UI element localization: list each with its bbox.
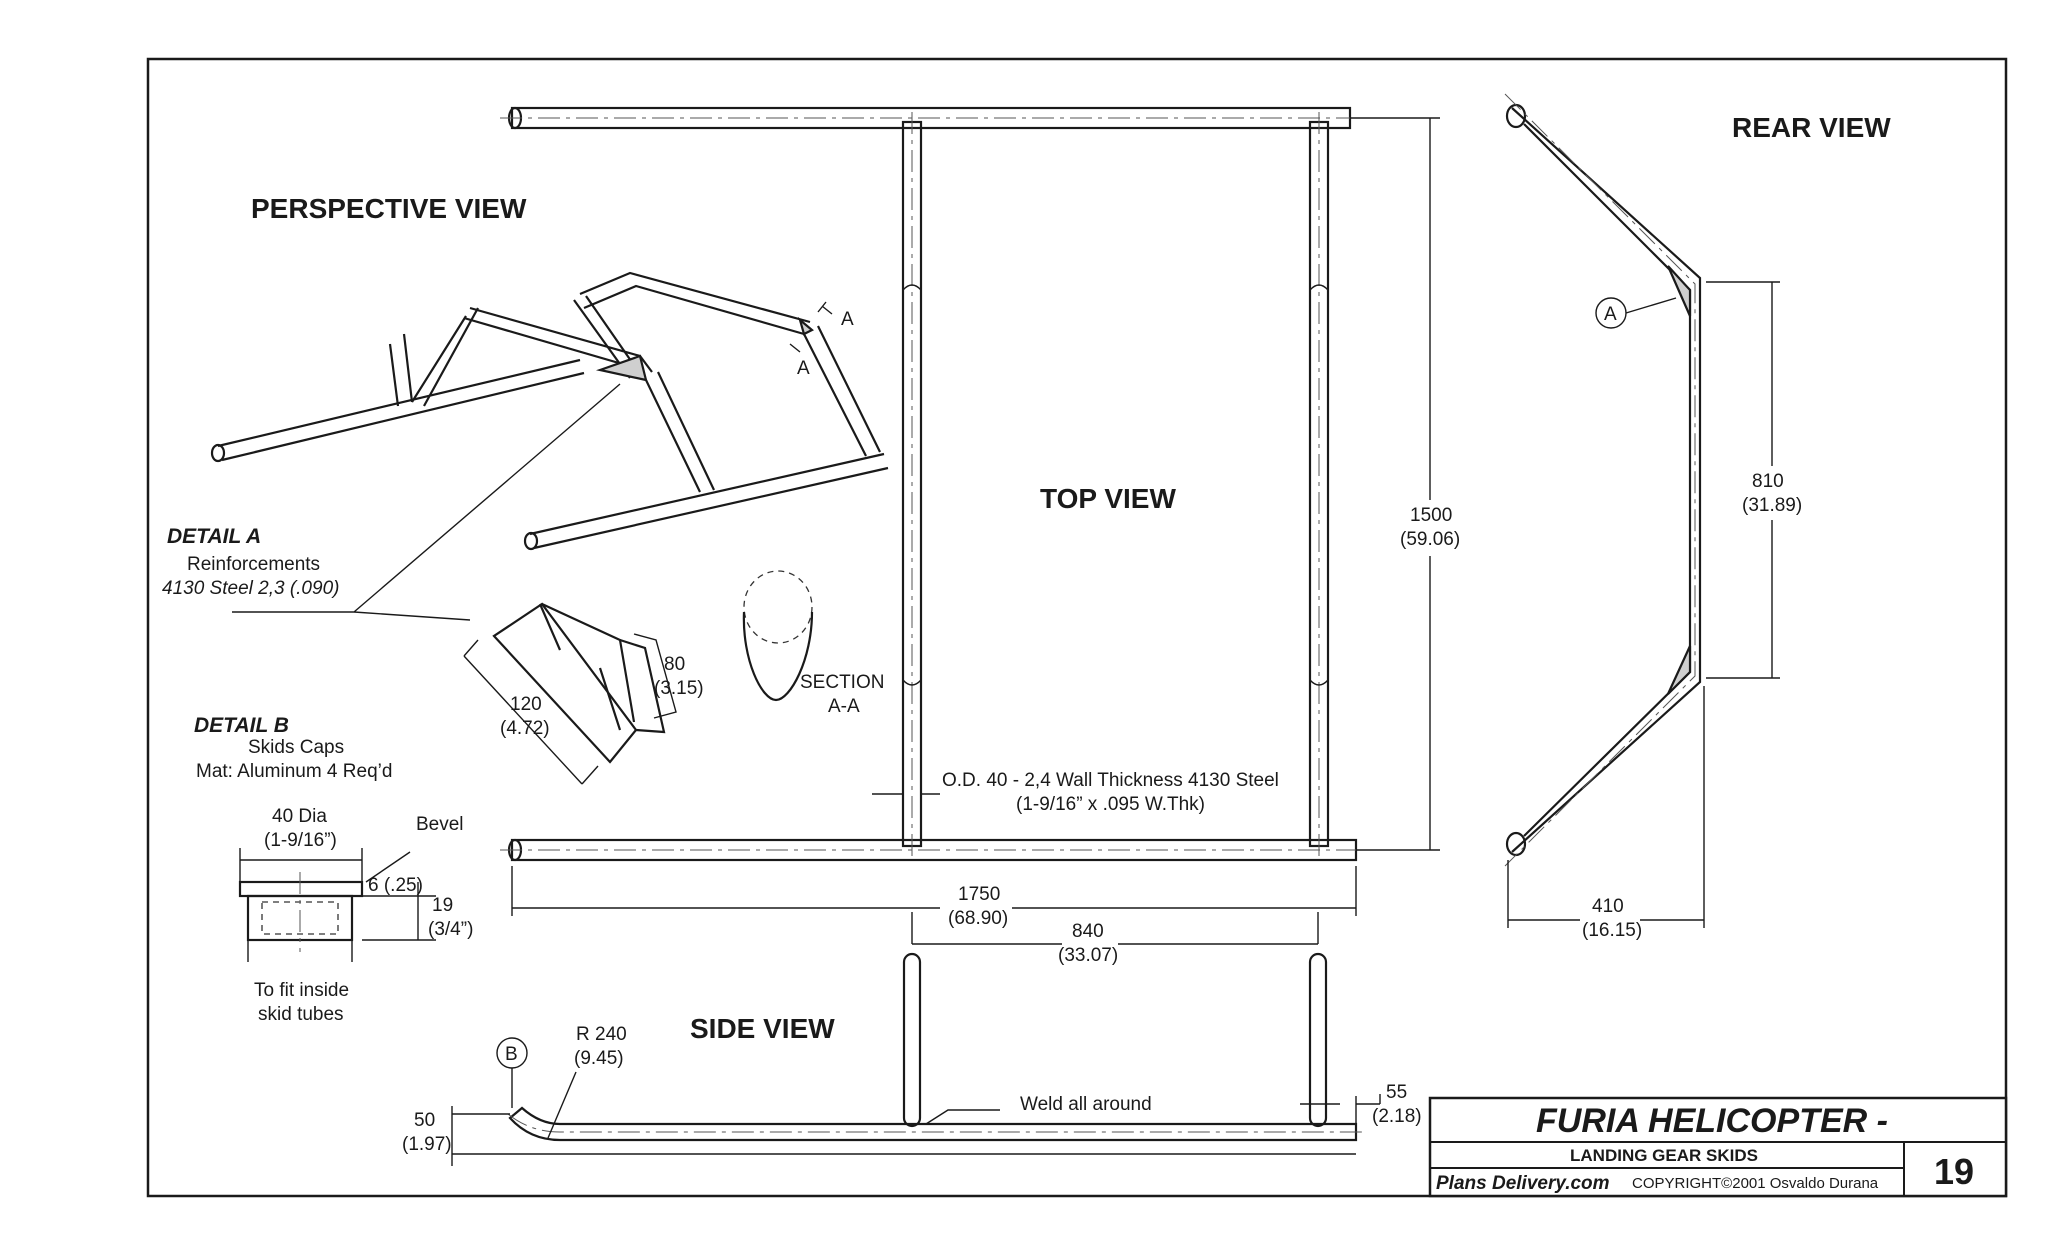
section-mark-a-upper: A [841, 309, 854, 330]
rear-view-heading: REAR VIEW [1732, 112, 1891, 143]
title-block-copyright: COPYRIGHT©2001 Osvaldo Durana [1632, 1175, 1879, 1192]
perspective-view-heading: PERSPECTIVE VIEW [251, 193, 527, 224]
dim-50-line [451, 1106, 1356, 1166]
side-section-mark: B [505, 1044, 518, 1065]
title-block-title: FURIA HELICOPTER - [1536, 1102, 1888, 1140]
section-aa-profile [742, 570, 814, 702]
dim-810-inch: (31.89) [1742, 495, 1802, 516]
detail-b-fit-line2: skid tubes [258, 1004, 344, 1025]
detail-a-line2: 4130 Steel 2,3 (.090) [162, 578, 339, 599]
dim-410-value: 410 [1592, 896, 1624, 917]
dim-1500-inch: (59.06) [1400, 529, 1460, 550]
top-view-heading: TOP VIEW [1040, 483, 1176, 514]
detail-b-title: DETAIL B [194, 714, 289, 737]
rear-section-mark: A [1604, 304, 1617, 325]
detail-b-bevel: Bevel [416, 814, 464, 835]
detail-b-dim-19: 19 [432, 895, 453, 916]
dim-1750-inch: (68.90) [948, 908, 1008, 929]
title-block-brand: Plans Delivery.com [1436, 1173, 1610, 1194]
perspective-skid-drawing [210, 271, 889, 551]
side-view-frame [507, 952, 1362, 1142]
section-mark-a-lower: A [797, 358, 810, 379]
dim-1750-line [511, 866, 1357, 916]
dim-80-value: 80 [664, 654, 685, 675]
top-view-frame [500, 106, 1360, 862]
detail-b-line1: Skids Caps [248, 737, 344, 758]
detail-b-diameter: 40 Dia [272, 806, 327, 827]
weld-note: Weld all around [1020, 1094, 1152, 1115]
dim-120-inch: (4.72) [500, 718, 550, 739]
dim-810-value: 810 [1752, 471, 1784, 492]
dim-80-line [633, 633, 677, 719]
dim-55-line [1300, 1094, 1381, 1124]
dim-1500-line [1350, 117, 1440, 851]
dim-55-inch: (2.18) [1372, 1106, 1422, 1127]
dim-410-inch: (16.15) [1582, 920, 1642, 941]
side-radius-leader [547, 1071, 577, 1139]
side-radius-value: R 240 [576, 1024, 627, 1045]
detail-a-line1: Reinforcements [187, 554, 320, 575]
detail-b-dim-19-inch: (3/4”) [428, 919, 473, 940]
rear-view-frame [1504, 93, 1702, 867]
od-note-inch: (1-9/16” x .095 W.Thk) [1016, 794, 1205, 815]
dim-840-value: 840 [1072, 921, 1104, 942]
dim-120-line [463, 639, 599, 785]
detail-b-fit-line1: To fit inside [254, 980, 349, 1001]
detail-b-diameter-inch: (1-9/16”) [264, 830, 337, 851]
dim-810-line [1706, 281, 1780, 679]
dim-840-inch: (33.07) [1058, 945, 1118, 966]
dim-840-line [911, 912, 1319, 945]
section-aa-label: SECTION [800, 672, 884, 693]
title-block-page-number: 19 [1934, 1151, 1974, 1192]
dim-55-value: 55 [1386, 1082, 1407, 1103]
sheet-border [146, 57, 2008, 1198]
detail-a-title: DETAIL A [167, 525, 261, 548]
od-note: O.D. 40 - 2,4 Wall Thickness 4130 Steel [942, 770, 1279, 791]
skid-cap-drawing [238, 848, 436, 962]
reinforcement-gusset [492, 602, 666, 764]
side-view-heading: SIDE VIEW [690, 1013, 835, 1044]
rear-mark-leader [1625, 297, 1677, 314]
dim-1750-value: 1750 [958, 884, 1000, 905]
detail-a-leader [232, 383, 621, 621]
detail-b-line2: Mat: Aluminum 4 Req’d [196, 761, 392, 782]
title-block-subtitle: LANDING GEAR SKIDS [1570, 1146, 1758, 1165]
dim-50-inch: (1.97) [402, 1134, 452, 1155]
dim-80-inch: (3.15) [654, 678, 704, 699]
dim-120-value: 120 [510, 694, 542, 715]
title-block [1428, 1096, 2008, 1198]
section-aa-name: A-A [828, 696, 860, 717]
side-radius-inch: (9.45) [574, 1048, 624, 1069]
detail-b-dim-6: 6 (.25) [368, 875, 423, 896]
dim-410-line [1507, 686, 1705, 928]
dim-1500-value: 1500 [1410, 505, 1452, 526]
dim-50-value: 50 [414, 1110, 435, 1131]
